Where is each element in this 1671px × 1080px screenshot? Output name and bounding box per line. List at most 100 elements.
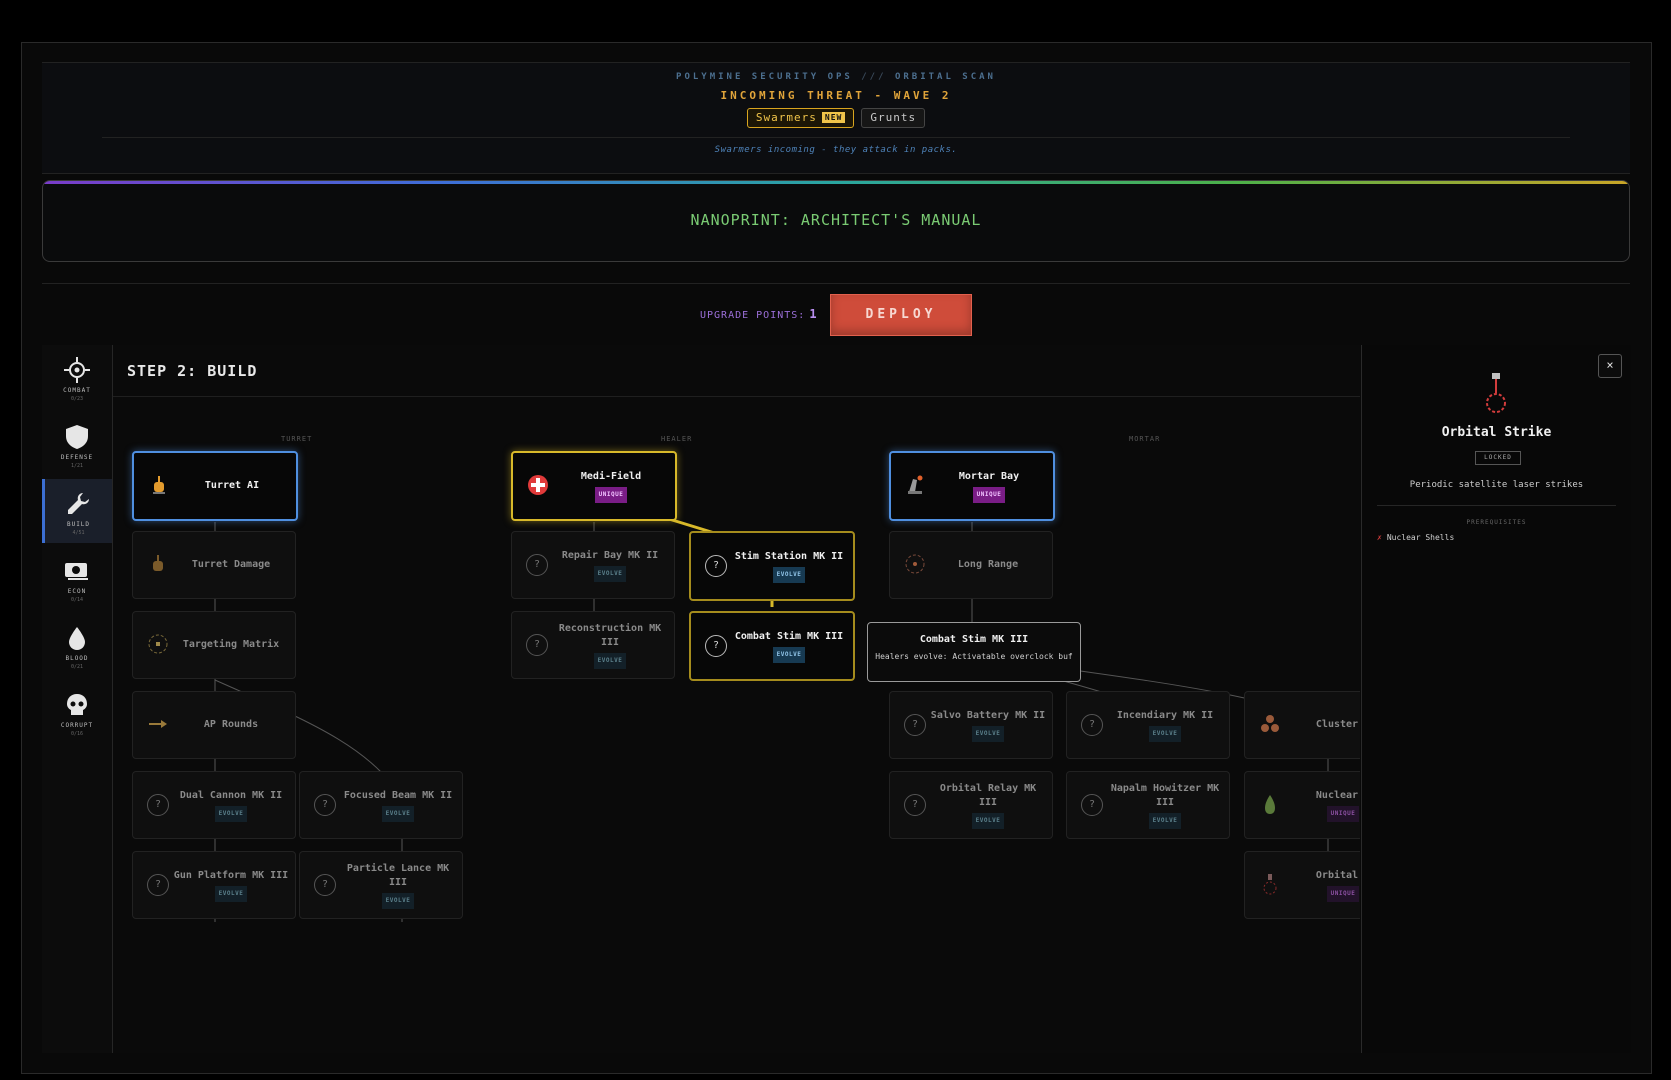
node-orbital-strike[interactable]: Orbital S UNIQUE [1244, 851, 1360, 919]
node-nuclear[interactable]: Nuclear S UNIQUE [1244, 771, 1360, 839]
node-stim-station-text: Stim Station MK II EVOLVE [731, 533, 847, 599]
skull-icon [67, 694, 87, 715]
question-icon: ? [904, 714, 926, 736]
node-salvo-battery[interactable]: ? Salvo Battery MK II EVOLVE [889, 691, 1053, 759]
node-gun-platform[interactable]: ? Gun Platform MK III EVOLVE [132, 851, 296, 919]
wave-hint: Swarmers incoming - they attack in packs… [714, 145, 958, 155]
evolve-tag: EVOLVE [593, 565, 627, 582]
nuke-icon [1265, 795, 1275, 814]
evolve-tag: EVOLVE [1148, 812, 1182, 829]
nav-corrupt[interactable]: CORRUPT 0/16 [42, 680, 112, 744]
new-badge: NEW [821, 112, 846, 123]
locked-badge: LOCKED [1475, 451, 1521, 465]
unique-tag: UNIQUE [1326, 885, 1360, 902]
node-orbital-strike-label: Orbital S [1315, 869, 1360, 881]
node-napalm[interactable]: ? Napalm Howitzer MK III EVOLVE [1066, 771, 1230, 839]
node-mortar-bay-text: Mortar Bay UNIQUE [931, 453, 1047, 519]
category-sidebar: COMBAT 0/23 DEFENSE 1/21 BUILD 4/51 ECON… [42, 345, 113, 1053]
nav-defense[interactable]: DEFENSE 1/21 [42, 412, 112, 476]
nav-defense-count: 1/21 [70, 463, 84, 469]
question-icon: ? [314, 794, 336, 816]
nav-blood[interactable]: BLOOD 0/21 [42, 613, 112, 677]
node-salvo-battery-label: Salvo Battery MK II [930, 709, 1046, 721]
evolve-tag: EVOLVE [772, 646, 806, 663]
org-name: POLYMINE SECURITY OPS [676, 72, 853, 82]
evolve-tag: EVOLVE [214, 805, 248, 822]
nav-combat-label: COMBAT [63, 387, 91, 394]
node-long-range[interactable]: Long Range [889, 531, 1053, 599]
evolve-tag: EVOLVE [593, 652, 627, 669]
mortar-icon [908, 475, 923, 494]
nav-econ-count: 0/14 [70, 597, 84, 603]
turret-damage-icon [153, 555, 163, 571]
node-orbital-relay[interactable]: ? Orbital Relay MK III EVOLVE [889, 771, 1053, 839]
column-header-mortar: MORTAR [1129, 435, 1161, 443]
column-header-turret: TURRET [281, 435, 313, 443]
node-mortar-bay[interactable]: Mortar Bay UNIQUE [889, 451, 1055, 521]
target-icon [148, 634, 168, 654]
node-focused-beam-label: Focused Beam MK II [343, 789, 453, 801]
node-mortar-bay-label: Mortar Bay [958, 470, 1020, 482]
node-orbital-relay-text: Orbital Relay MK III EVOLVE [930, 772, 1046, 838]
prerequisite-item: ✗Nuclear Shells [1377, 533, 1454, 542]
node-gun-platform-text: Gun Platform MK III EVOLVE [173, 852, 289, 918]
node-particle-lance[interactable]: ? Particle Lance MK III EVOLVE [299, 851, 463, 919]
enemy-swarmers-pill: Swarmers NEW [746, 108, 855, 128]
nav-econ[interactable]: ECON 0/14 [42, 546, 112, 610]
node-incendiary[interactable]: ? Incendiary MK II EVOLVE [1066, 691, 1230, 759]
node-orbital-strike-text: Orbital S UNIQUE [1285, 852, 1360, 918]
node-reconstruction-text: Reconstruction MK III EVOLVE [552, 612, 668, 678]
node-combat-stim[interactable]: ? Combat Stim MK III EVOLVE [689, 611, 855, 681]
node-napalm-label: Napalm Howitzer MK III [1110, 782, 1220, 808]
node-dual-cannon[interactable]: ? Dual Cannon MK II EVOLVE [132, 771, 296, 839]
prerequisites-header: PREREQUISITES [1466, 519, 1527, 526]
threat-header: POLYMINE SECURITY OPS /// ORBITAL SCAN I… [42, 62, 1630, 174]
nav-combat-count: 0/23 [70, 396, 84, 402]
node-incendiary-label: Incendiary MK II [1116, 709, 1214, 721]
deploy-button[interactable]: DEPLOY [830, 294, 972, 336]
step-title: STEP 2: BUILD [127, 362, 258, 380]
unique-tag: UNIQUE [594, 486, 628, 503]
cluster-bomb-icon [1261, 715, 1279, 732]
node-targeting-matrix[interactable]: Targeting Matrix [132, 611, 296, 679]
nav-combat[interactable]: COMBAT 0/23 [42, 345, 112, 409]
node-particle-lance-label: Particle Lance MK III [346, 862, 450, 888]
nav-build-count: 4/51 [72, 530, 85, 536]
node-turret-damage[interactable]: Turret Damage [132, 531, 296, 599]
nav-build[interactable]: BUILD 4/51 [42, 479, 112, 543]
rainbow-bar [43, 181, 1629, 184]
unmet-x-icon: ✗ [1377, 533, 1382, 542]
node-medi-field-text: Medi-Field UNIQUE [553, 453, 669, 519]
kicker-separator: /// [861, 72, 887, 82]
node-focused-beam[interactable]: ? Focused Beam MK II EVOLVE [299, 771, 463, 839]
manual-banner: NANOPRINT: ARCHITECT'S MANUAL [42, 180, 1630, 262]
question-icon: ? [526, 634, 548, 656]
node-ap-rounds[interactable]: AP Rounds [132, 691, 296, 759]
arrow-icon [149, 720, 167, 728]
build-tree-panel: STEP 2: BUILD TURRET HEALER MORTAR Turre… [113, 345, 1360, 1053]
node-repair-bay[interactable]: ? Repair Bay MK II EVOLVE [511, 531, 675, 599]
node-dual-cannon-text: Dual Cannon MK II EVOLVE [173, 772, 289, 838]
node-reconstruction[interactable]: ? Reconstruction MK III EVOLVE [511, 611, 675, 679]
unique-tag: UNIQUE [972, 486, 1006, 503]
nav-blood-count: 0/21 [70, 664, 84, 670]
evolve-tag: EVOLVE [1148, 725, 1182, 742]
header-kicker: POLYMINE SECURITY OPS /// ORBITAL SCAN [42, 72, 1630, 82]
node-reconstruction-label: Reconstruction MK III [558, 622, 662, 648]
node-napalm-text: Napalm Howitzer MK III EVOLVE [1107, 772, 1223, 838]
node-turret-ai-label: Turret AI [204, 480, 260, 491]
header-divider [102, 137, 1570, 138]
node-cluster[interactable]: Cluster S [1244, 691, 1360, 759]
orbital-strike-icon [1486, 373, 1506, 413]
evolve-tag: EVOLVE [214, 885, 248, 902]
node-medi-field[interactable]: Medi-Field UNIQUE [511, 451, 677, 521]
node-particle-lance-text: Particle Lance MK III EVOLVE [340, 852, 456, 918]
node-stim-station-label: Stim Station MK II [734, 550, 844, 562]
upgrade-points: UPGRADE POINTS:1 [700, 307, 818, 321]
node-stim-station[interactable]: ? Stim Station MK II EVOLVE [689, 531, 855, 601]
evolve-tag: EVOLVE [971, 725, 1005, 742]
question-icon: ? [1081, 714, 1103, 736]
close-button[interactable]: × [1598, 354, 1622, 378]
enemy-swarmers-label: Swarmers [755, 111, 817, 124]
node-turret-ai[interactable]: Turret AI [132, 451, 298, 521]
